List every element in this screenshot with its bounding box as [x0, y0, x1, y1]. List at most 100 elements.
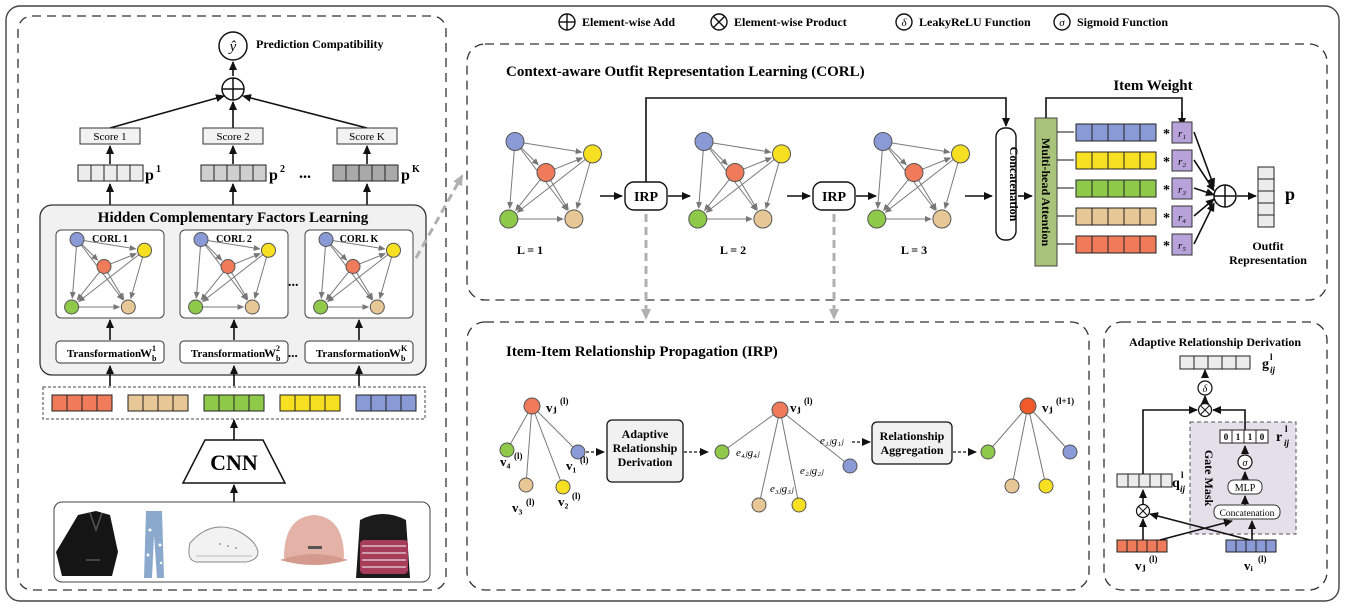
pk-label: p — [401, 167, 410, 184]
level-1-graph-node-yellow — [583, 144, 602, 164]
outfit-item-vector-3 — [1075, 179, 1157, 198]
level-2-graph-node-green — [688, 209, 708, 229]
transform-w-sup-3: K — [401, 344, 408, 353]
level-3-graph — [867, 132, 970, 229]
transform-box-k — [304, 340, 414, 364]
left-panel-border — [17, 15, 447, 591]
e1-label: e₁ⱼg₁ⱼ — [820, 435, 844, 447]
weight-label-2: r₂ — [1178, 156, 1186, 168]
transform-w-sup-2: 2 — [276, 344, 280, 353]
corl-1-graph-node-orange — [96, 259, 112, 274]
corl-k-graph-node-tan — [369, 299, 385, 315]
ard-vi-sup: (l) — [1258, 554, 1267, 564]
irp-graph-3-node-blue — [1062, 444, 1078, 460]
outfit-item-vector-2 — [1075, 151, 1157, 170]
r-sub: ij — [1284, 438, 1290, 448]
legend-delta-symbol: δ — [901, 17, 907, 29]
corl-1-label: CORL 1 — [92, 234, 128, 245]
p-output-vector — [1257, 166, 1275, 228]
left-panel: ŷ Prediction Compatibility Score 1 Score… — [17, 15, 447, 591]
ard-step-line3: Derivation — [618, 455, 673, 469]
g-sup: l — [1270, 352, 1273, 362]
weight-label-1: r₁ — [1178, 128, 1186, 140]
mask-bit-3: 1 — [1248, 432, 1253, 442]
corl-k-graph-node-yellow — [386, 242, 401, 258]
sneaker-image — [188, 526, 259, 563]
corl-2-graph-node-blue — [193, 232, 209, 247]
transform-w-sup-1: 1 — [152, 344, 156, 353]
corl-2-graph — [188, 232, 276, 315]
irp-v1-sup: (l) — [580, 455, 589, 465]
jacket-image — [56, 511, 118, 576]
r-label: r — [1276, 430, 1282, 445]
p1-label: p — [145, 167, 154, 184]
mlp-label: MLP — [1235, 483, 1256, 494]
ard-step-box — [606, 419, 684, 483]
transform-box-2 — [179, 340, 289, 364]
irp-v2-sup: (l) — [572, 491, 581, 501]
irp-vj-sup: (l) — [560, 396, 569, 406]
irp-graph-2-node-green — [714, 444, 730, 460]
weight-star-3: * — [1163, 183, 1170, 198]
irp-graph-2-center-node — [771, 401, 789, 419]
irp-v4-label: v₄ — [500, 454, 511, 469]
ard-panel-border — [1103, 321, 1328, 591]
item-feature-vector-1 — [51, 394, 113, 412]
irp-graph-1-center-node — [523, 397, 541, 415]
irp-panel-border — [466, 321, 1090, 591]
weight-box-3 — [1171, 177, 1193, 200]
weight-star-4: * — [1163, 211, 1170, 226]
backpack-image — [356, 514, 410, 578]
vj-input-vector — [1116, 539, 1168, 553]
irp-graph-3-node-tan — [1004, 478, 1020, 494]
weight-star-5: * — [1163, 239, 1170, 254]
weight-box-1 — [1171, 121, 1193, 144]
outfit-item-vector-1 — [1075, 123, 1157, 142]
prediction-label: Prediction Compatibility — [256, 37, 383, 51]
corl-k-graph-node-green — [313, 299, 329, 315]
ard-vj-sup: (l) — [1149, 554, 1158, 564]
p2-sup: 2 — [280, 164, 285, 175]
irp-graph-1 — [499, 397, 586, 495]
weight-label-3: r₃ — [1178, 184, 1186, 196]
g-label: g — [1262, 357, 1269, 372]
representation-label: Representation — [1229, 253, 1307, 267]
weight-label-5: r₅ — [1178, 240, 1186, 252]
irp-graph-1-node-yellow — [555, 479, 571, 495]
corl-1-graph-node-blue — [69, 232, 85, 247]
irp-graph-3-node-green — [980, 444, 996, 460]
corl-ellipsis: ... — [288, 275, 299, 290]
mha-label: Multi-head Attention — [1039, 138, 1053, 247]
gate-mask-label: Gate Mask — [1202, 450, 1216, 507]
e4-label: e₄ⱼg₄ⱼ — [736, 447, 760, 459]
corl-2-graph-node-green — [188, 299, 204, 315]
legend-leaky: LeakyReLU Function — [919, 15, 1031, 29]
ard-title: Adaptive Relationship Derivation — [1129, 335, 1301, 349]
transform-label-2: Transformation — [191, 348, 265, 360]
corl-panel: Context-aware Outfit Representation Lear… — [466, 43, 1328, 301]
mask-bit-1: 0 — [1224, 432, 1229, 442]
ard-concat-box — [1213, 504, 1281, 520]
transform-w-sub-1: b — [152, 354, 157, 363]
p1-sup: 1 — [156, 164, 161, 175]
outfit-item-vector-4 — [1075, 207, 1157, 226]
yhat-label: ŷ — [228, 39, 237, 55]
corl-2-graph-node-yellow — [261, 242, 276, 258]
level-2-label: L = 2 — [720, 243, 746, 257]
ard-vj-label: vⱼ — [1135, 558, 1146, 573]
irp-graph-1-node-green — [499, 442, 515, 458]
corl-1-graph-node-yellow — [137, 242, 152, 258]
irp-vj-next-sup: (l+1) — [1056, 396, 1074, 406]
irp-graph-1-node-blue — [570, 444, 586, 460]
level-1-graph — [499, 132, 602, 229]
legend-product: Element-wise Product — [734, 15, 847, 29]
irp-box-2 — [812, 181, 856, 211]
prediction-node — [218, 31, 248, 61]
weight-box-5 — [1171, 233, 1193, 256]
transform-w-3: W — [389, 346, 401, 360]
level-3-graph-node-yellow — [951, 144, 970, 164]
outer-frame — [5, 5, 1340, 602]
item-feature-vector-3 — [203, 394, 265, 412]
